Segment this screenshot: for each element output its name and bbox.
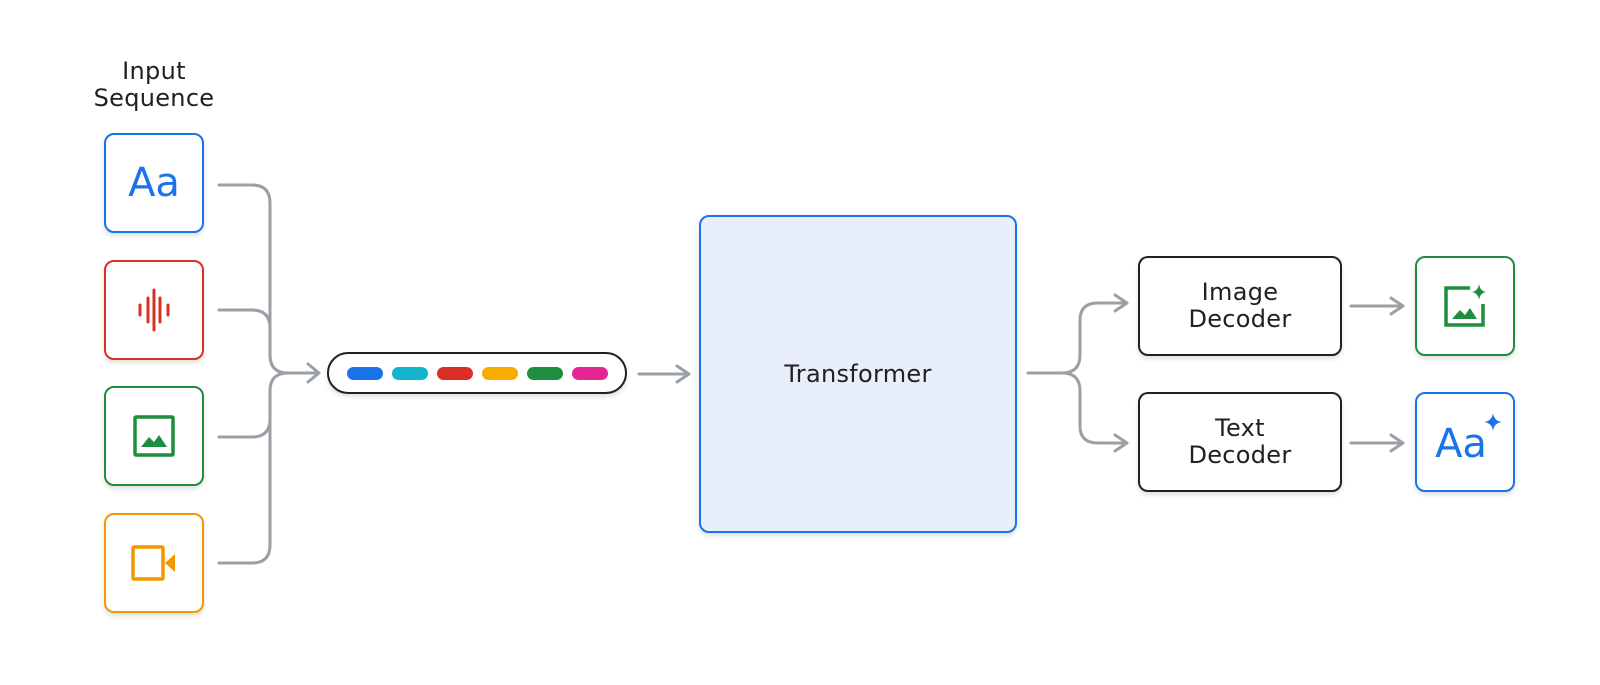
wire-audio-input [217, 308, 272, 357]
image-decoder-box: Image Decoder [1138, 256, 1342, 356]
image-output-box [1415, 256, 1515, 356]
generated-image-icon [1444, 284, 1486, 327]
transformer-block: Transformer [699, 215, 1017, 533]
text-input-box: Aa [104, 133, 204, 233]
image-input-box [104, 386, 204, 486]
token [526, 366, 563, 380]
sparkle-icon [1484, 413, 1502, 431]
audio-input-box [104, 260, 204, 360]
token [481, 366, 518, 380]
wire-text-input [217, 183, 320, 375]
generated-text-icon: Aa [1435, 421, 1487, 467]
text-output-box: Aa [1415, 392, 1515, 492]
text-decoder-label: Text Decoder [1188, 414, 1292, 469]
wire-text-output-arrowhead [1389, 433, 1405, 453]
wire-tokens-arrowhead [675, 364, 691, 384]
audio-waveform-icon [138, 288, 170, 332]
text-decoder-box: Text Decoder [1138, 392, 1342, 492]
input-sequence-title: Input Sequence [93, 57, 215, 112]
video-icon [131, 545, 175, 581]
wire-video-input [217, 389, 272, 565]
image-decoder-label: Image Decoder [1188, 278, 1292, 333]
image-icon [133, 415, 175, 457]
token [391, 366, 428, 380]
token [571, 366, 608, 380]
wire-text-decoder-arrowhead [1113, 433, 1129, 453]
wire-image-decoder-arrowhead [1113, 293, 1129, 313]
wire-transformer-split-lower [1060, 371, 1128, 445]
wire-image-output-arrowhead [1389, 296, 1405, 316]
wire-transformer-split [1026, 301, 1128, 375]
video-input-box [104, 513, 204, 613]
wire-image-input [217, 371, 290, 439]
text-icon: Aa [128, 160, 180, 206]
wire-input-arrowhead [306, 362, 321, 384]
transformer-label: Transformer [784, 360, 932, 388]
token [346, 366, 383, 380]
token [436, 366, 473, 380]
token-sequence-bar [327, 352, 627, 394]
